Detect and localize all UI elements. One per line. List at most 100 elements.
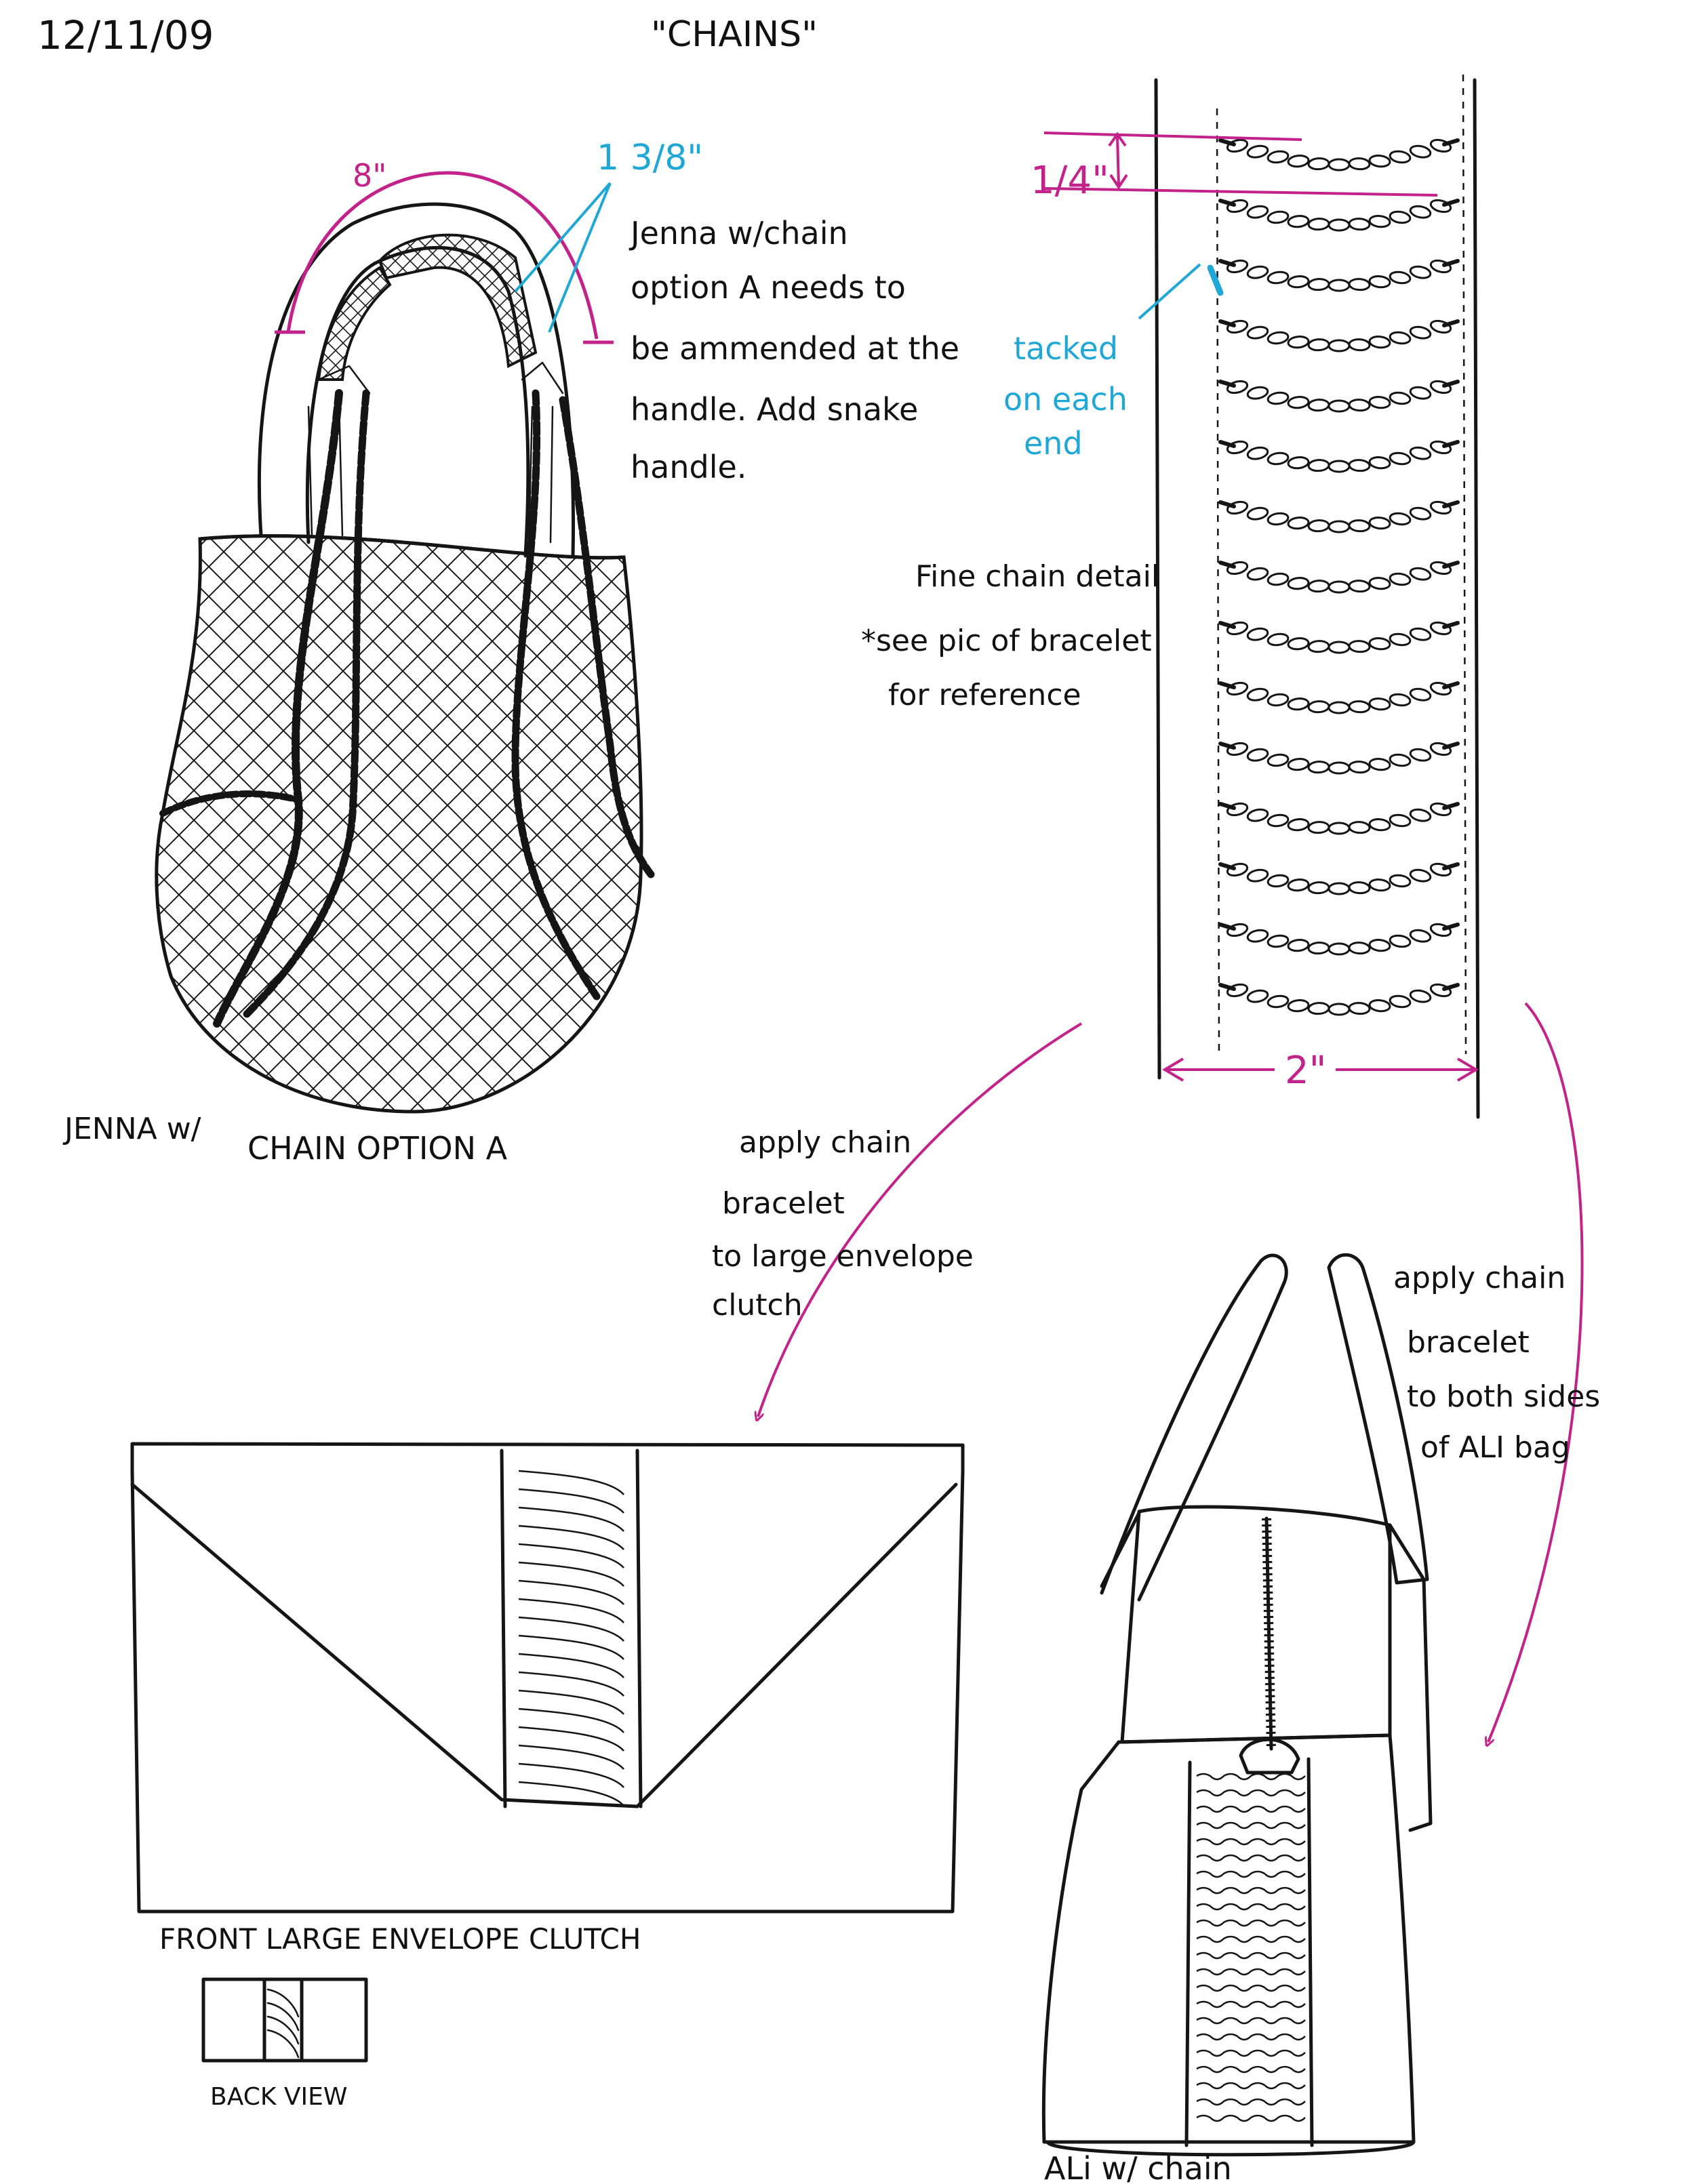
ali-chain-line — [1196, 2065, 1306, 2074]
tack-note: tacked on each end — [1003, 263, 1224, 462]
chain-spacing-label: 1/4" — [1031, 159, 1109, 203]
clutch-instruction-line-4: clutch — [712, 1288, 803, 1322]
ali-chain-line — [1196, 1968, 1306, 1976]
clutch-chain-line — [518, 1781, 624, 1806]
chain-row — [1218, 380, 1460, 413]
date-label: 12/11/09 — [37, 12, 214, 58]
ali-chain-line — [1196, 2114, 1306, 2122]
ali-instruction-line-1: apply chain — [1393, 1261, 1566, 1295]
chain-row — [1218, 923, 1460, 956]
ali-chain-line — [1196, 1935, 1306, 1943]
chain-row — [1218, 983, 1460, 1016]
ali-chain-line — [1196, 1838, 1306, 1846]
ali-instruction-line-4: of ALI bag — [1420, 1430, 1570, 1465]
clutch-instruction-line-1: apply chain — [739, 1125, 911, 1160]
chain-row — [1218, 500, 1460, 533]
chain-spacing-dimension: 1/4" — [1031, 132, 1438, 203]
ali-bag-sketch — [1041, 1253, 1433, 2157]
ali-chain-line — [1196, 1773, 1306, 1781]
ali-instruction: apply chain bracelet to both sides of AL… — [1393, 1261, 1600, 1465]
clutch-chain-line — [518, 1579, 624, 1605]
jenna-width-label: 8" — [353, 157, 386, 194]
ali-chain-line — [1196, 2033, 1306, 2041]
clutch-chain-line — [518, 1561, 624, 1587]
clutch-chain-line — [518, 1762, 624, 1788]
clutch-arrow — [758, 1022, 1083, 1417]
jenna-handle-dimension: 1 3/8" — [514, 138, 703, 333]
jenna-handle-dim-label: 1 3/8" — [597, 138, 703, 178]
chain-row — [1218, 199, 1460, 232]
ali-instruction-line-2: bracelet — [1407, 1325, 1530, 1360]
ali-arrow — [1488, 1002, 1584, 1742]
clutch-chain-line — [518, 1653, 624, 1678]
ali-chain-line — [1196, 1805, 1306, 1813]
ali-chain-line — [1196, 1952, 1306, 1960]
ali-chain-line — [1196, 2049, 1306, 2057]
jenna-note-line-4: handle. Add snake — [631, 391, 918, 428]
detail-note-line-1: Fine chain detail — [915, 559, 1159, 594]
chain-row — [1218, 319, 1460, 352]
chain-width-dimension: 2" — [1162, 1049, 1479, 1093]
ali-chain-line — [1196, 1870, 1306, 1878]
chain-width-label: 2" — [1285, 1049, 1326, 1093]
chain-row — [1218, 742, 1460, 775]
clutch-chain-line — [518, 1707, 624, 1733]
ali-chain-line — [1196, 1821, 1306, 1829]
ali-chain-line — [1196, 1789, 1306, 1797]
jenna-note: Jenna w/chain option A needs to be ammen… — [629, 215, 959, 485]
clutch-chain-line — [518, 1671, 624, 1697]
clutch-chain-line — [518, 1689, 624, 1715]
clutch-chain-line — [518, 1488, 624, 1514]
ali-chain-line — [1196, 2017, 1306, 2025]
chain-row — [1218, 802, 1460, 835]
ali-chain-line — [1196, 1984, 1306, 1992]
chain-row — [1218, 681, 1460, 714]
chain-row — [1218, 561, 1460, 594]
ali-chain-line — [1196, 1886, 1306, 1895]
clutch-chain-line — [518, 1744, 624, 1770]
chain-rows — [1218, 138, 1460, 1016]
chain-row — [1218, 259, 1460, 292]
ali-chain-line — [1196, 1903, 1306, 1911]
clutch-chain-line — [518, 1470, 624, 1495]
clutch-chain-line — [518, 1726, 624, 1752]
page-title: "CHAINS" — [651, 14, 818, 55]
clutch-instruction: apply chain bracelet to large envelope c… — [712, 1125, 974, 1322]
clutch-caption: FRONT LARGE ENVELOPE CLUTCH — [159, 1922, 641, 1956]
ali-chain-line — [1196, 2098, 1306, 2106]
clutch-back-caption: BACK VIEW — [210, 2083, 347, 2111]
clutch-chain-line — [518, 1543, 624, 1569]
jenna-caption-b: CHAIN OPTION A — [247, 1130, 508, 1167]
chain-row — [1218, 440, 1460, 473]
ali-chain-line — [1196, 1919, 1306, 1927]
chain-row — [1218, 621, 1460, 654]
tack-note-line-3: end — [1024, 425, 1083, 462]
tack-note-line-2: on each — [1003, 381, 1128, 418]
ali-instruction-line-3: to both sides — [1407, 1379, 1600, 1414]
chain-detail-strip — [1154, 74, 1480, 1119]
jenna-bag-sketch — [155, 202, 655, 1114]
jenna-note-line-2: option A needs to — [631, 269, 906, 306]
clutch-back-view — [201, 1977, 368, 2063]
clutch-chain-line — [518, 1506, 624, 1532]
ali-chain-line — [1196, 1854, 1306, 1862]
jenna-note-line-3: be ammended at the — [631, 330, 959, 367]
detail-note: Fine chain detail *see pic of bracelet f… — [861, 559, 1159, 712]
clutch-chain-line — [518, 1598, 624, 1623]
detail-note-line-3: for reference — [888, 678, 1081, 712]
envelope-clutch-sketch — [130, 1442, 965, 1914]
detail-note-line-2: *see pic of bracelet — [861, 624, 1152, 658]
jenna-width-dimension: 8" — [275, 157, 614, 344]
clutch-chain-line — [518, 1524, 624, 1550]
chain-row — [1218, 862, 1460, 895]
ali-caption: ALi w/ chain — [1044, 2150, 1232, 2184]
ali-chain-line — [1196, 2000, 1306, 2008]
clutch-instruction-line-2: bracelet — [722, 1186, 845, 1221]
chain-row — [1218, 138, 1460, 171]
ali-chain-line — [1196, 2082, 1306, 2090]
jenna-note-line-5: handle. — [631, 449, 746, 485]
clutch-instruction-line-3: to large envelope — [712, 1239, 974, 1274]
tack-note-line-1: tacked — [1014, 330, 1118, 367]
jenna-caption-a: JENNA w/ — [62, 1112, 201, 1146]
